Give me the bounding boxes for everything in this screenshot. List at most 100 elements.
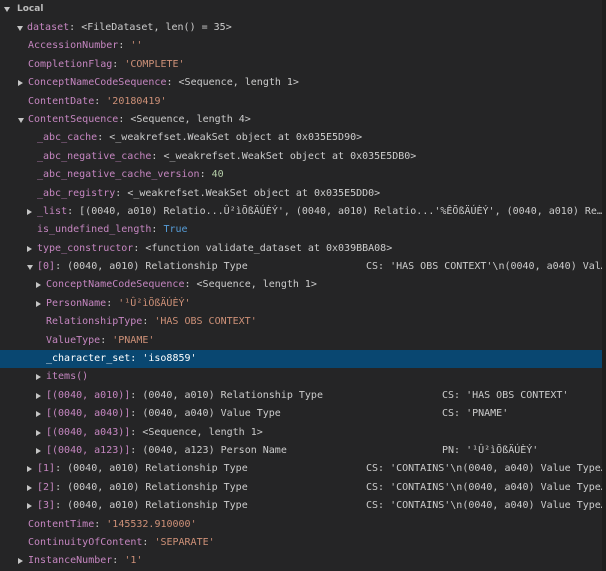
variable-label: ContentTime: '145532.910000'	[28, 516, 197, 534]
variable-row[interactable]: type_constructor: <function validate_dat…	[0, 240, 606, 258]
variable-row[interactable]: ContentTime: '145532.910000'	[0, 516, 606, 534]
variable-label: [(0040, a040)]: (0040, a040) Value Type	[46, 405, 281, 423]
variable-value: 'COMPLETE'	[124, 58, 185, 70]
chevron-right-icon[interactable]	[36, 447, 41, 454]
variable-row[interactable]: AccessionNumber: ''	[0, 37, 606, 55]
separator: :	[142, 316, 155, 328]
variable-row[interactable]: _abc_negative_cache: <_weakrefset.WeakSe…	[0, 148, 606, 166]
separator: :	[130, 426, 143, 438]
variable-value: 'iso8859'	[142, 353, 197, 365]
variable-row[interactable]: [(0040, a010)]: (0040, a010) Relationshi…	[0, 387, 606, 405]
chevron-right-icon[interactable]	[36, 282, 41, 289]
separator: :	[130, 389, 143, 401]
chevron-right-icon[interactable]	[18, 558, 23, 565]
variable-name: _abc_negative_cache_version	[37, 169, 200, 181]
chevron-down-icon[interactable]	[4, 7, 10, 12]
separator: :	[94, 518, 107, 530]
variable-row[interactable]: [(0040, a123)]: (0040, a123) Person Name…	[0, 442, 606, 460]
chevron-right-icon[interactable]	[27, 466, 32, 473]
separator: :	[184, 279, 197, 291]
separator: :	[118, 40, 131, 52]
chevron-right-icon[interactable]	[27, 503, 32, 510]
variable-row[interactable]: [2]: (0040, a010) Relationship Type CS: '…	[0, 479, 606, 497]
variable-name: [2]	[37, 481, 56, 493]
variable-label: ContinuityOfContent: 'SEPARATE'	[28, 534, 215, 552]
separator: :	[112, 555, 125, 567]
variable-value: <_weakrefset.WeakSet object at 0x035E5DB…	[163, 150, 417, 162]
variable-row[interactable]: InstanceNumber: '1'	[0, 552, 606, 570]
variable-name: _abc_registry	[37, 187, 116, 199]
section-header-local[interactable]: Local	[0, 0, 606, 20]
variable-label: [0]: (0040, a010) Relationship Type	[37, 258, 248, 276]
variable-row[interactable]: [(0040, a043)]: <Sequence, length 1>	[0, 424, 606, 442]
variable-value: (0040, a010) Relationship Type	[67, 463, 248, 475]
variable-label: dataset: <FileDataset, len() = 35>	[27, 19, 232, 37]
chevron-down-icon[interactable]	[18, 117, 24, 123]
chevron-right-icon[interactable]	[36, 300, 41, 307]
variable-name: dataset	[27, 22, 70, 33]
variable-row[interactable]: ConceptNameCodeSequence: <Sequence, leng…	[0, 276, 606, 294]
variable-row[interactable]: _abc_cache: <_weakrefset.WeakSet object …	[0, 129, 606, 147]
chevron-right-icon[interactable]	[36, 392, 41, 399]
variable-name: [(0040, a010)]	[46, 389, 131, 401]
variable-label: [1]: (0040, a010) Relationship Type	[37, 460, 248, 478]
separator: :	[55, 463, 68, 475]
chevron-right-icon[interactable]	[27, 484, 32, 491]
variable-name: _abc_cache	[37, 132, 98, 144]
variable-row[interactable]: is_undefined_length: True	[0, 221, 606, 239]
variable-name: [3]	[37, 500, 56, 512]
variable-row[interactable]: ContinuityOfContent: 'SEPARATE'	[0, 534, 606, 552]
variable-label: items()	[46, 368, 88, 386]
variable-value: 'PNAME'	[112, 334, 155, 346]
variable-label: ContentDate: '20180419'	[28, 93, 167, 111]
variables-tree: dataset: <FileDataset, len() = 35>Access…	[0, 19, 606, 571]
variable-row[interactable]: _list: [(0040, a010) Relatio...Û²ìÕßÄÚÈÝ…	[0, 203, 606, 221]
separator: :	[130, 444, 143, 456]
chevron-right-icon[interactable]	[27, 245, 32, 252]
variable-row[interactable]: CompletionFlag: 'COMPLETE'	[0, 56, 606, 74]
chevron-right-icon[interactable]	[36, 374, 41, 381]
separator: :	[97, 132, 110, 144]
separator: :	[133, 242, 146, 254]
variable-row[interactable]: _character_set: 'iso8859'	[0, 350, 606, 369]
chevron-right-icon[interactable]	[18, 80, 23, 87]
variable-value: '145532.910000'	[106, 518, 197, 530]
variable-name: [(0040, a123)]	[46, 444, 131, 456]
variable-row[interactable]: ConceptNameCodeSequence: <Sequence, leng…	[0, 74, 606, 92]
separator: :	[130, 408, 143, 420]
chevron-down-icon[interactable]	[17, 26, 23, 31]
separator: :	[118, 113, 131, 125]
variable-row[interactable]: RelationshipType: 'HAS OBS CONTEXT'	[0, 313, 606, 331]
variable-row[interactable]: ContentSequence: <Sequence, length 4>	[0, 111, 606, 129]
variable-row[interactable]: ContentDate: '20180419'	[0, 93, 606, 111]
variable-row[interactable]: _abc_negative_cache_version: 40	[0, 166, 606, 184]
variable-value: True	[163, 224, 188, 236]
variable-value: 40	[211, 169, 224, 181]
variable-row[interactable]: dataset: <FileDataset, len() = 35>	[0, 19, 606, 37]
variable-label: PersonName: '¹Û²ìÕßÄÚÈÝ'	[46, 295, 191, 313]
separator: :	[55, 500, 68, 512]
separator: :	[100, 334, 113, 346]
variable-label: ConceptNameCodeSequence: <Sequence, leng…	[46, 276, 317, 294]
variable-name: [(0040, a040)]	[46, 408, 131, 420]
variable-row[interactable]: PersonName: '¹Û²ìÕßÄÚÈÝ'	[0, 295, 606, 313]
variable-row[interactable]: _abc_registry: <_weakrefset.WeakSet obje…	[0, 185, 606, 203]
variable-label: [2]: (0040, a010) Relationship Type	[37, 479, 248, 497]
scrollbar-track[interactable]	[602, 0, 606, 571]
variable-value-detail: CS: 'CONTAINS'\n(0040, a040) Value Type…	[366, 481, 606, 493]
variable-name: AccessionNumber	[28, 40, 119, 52]
variable-row[interactable]: ValueType: 'PNAME'	[0, 332, 606, 350]
variable-row[interactable]: items()	[0, 368, 606, 386]
chevron-down-icon[interactable]	[27, 265, 33, 271]
variable-name: items()	[46, 371, 89, 383]
variable-name: CompletionFlag	[28, 58, 113, 70]
variable-label: _character_set: 'iso8859'	[46, 350, 197, 368]
chevron-right-icon[interactable]	[27, 208, 32, 215]
variable-value-detail: CS: 'HAS OBS CONTEXT'	[442, 389, 569, 401]
chevron-right-icon[interactable]	[36, 411, 41, 418]
chevron-right-icon[interactable]	[36, 429, 41, 436]
